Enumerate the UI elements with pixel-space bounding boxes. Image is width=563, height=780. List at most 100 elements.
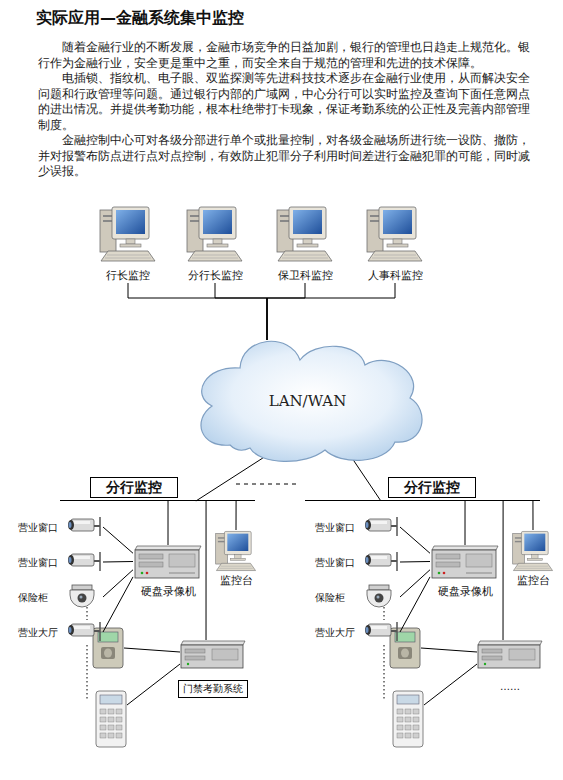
access-controller-icon (181, 641, 245, 668)
monitor-console-node: 监控台 (212, 530, 260, 588)
dvr-icon (135, 546, 201, 578)
camera-icon (365, 552, 397, 571)
computer-icon (185, 205, 245, 263)
node-label: 分行长监控 (180, 268, 250, 283)
node-label: 保卫科监控 (270, 268, 340, 283)
node-label-wrap: …… (469, 680, 551, 693)
continuation-dots (87, 607, 88, 620)
continuation-dots (384, 645, 385, 700)
reader-wire (424, 664, 477, 705)
connector-line (215, 283, 267, 340)
computer-icon (367, 207, 422, 261)
fingerprint-reader (390, 628, 420, 668)
computer-icon (187, 207, 242, 261)
camera-icon (360, 549, 400, 575)
computer-node: 保卫科监控 (270, 205, 340, 283)
connector-line (236, 501, 237, 530)
node-label: 营业窗口 (18, 521, 58, 535)
dome-camera-icon (367, 585, 391, 607)
computer-icon (98, 205, 158, 263)
camera-node: 营业窗口 (15, 549, 103, 575)
continuation-dash (236, 484, 300, 485)
monitor-icon (511, 530, 555, 572)
access-control-node: 门禁考勤系统 (172, 640, 254, 702)
camera-icon (68, 622, 100, 641)
node-label: 分行监控 (388, 477, 476, 498)
reader-wire (124, 648, 180, 652)
camera-icon (365, 622, 397, 641)
body-paragraph: 电插锁、指纹机、电子眼、双监探测等先进科技技术逐步在金融行业使用，从而解决安全问… (38, 71, 533, 133)
computer-icon (275, 205, 335, 263)
connector-line (400, 577, 430, 632)
camera-icon (68, 517, 100, 536)
dvr-node: 硬盘录像机 (133, 545, 203, 600)
connector-line (103, 577, 133, 632)
node-label: 行长监控 (93, 268, 163, 283)
connector-line (400, 527, 430, 553)
connector-line (103, 561, 133, 563)
connector-line (353, 460, 381, 501)
access-controller-icon (478, 641, 542, 668)
node-label: 监控台 (212, 573, 260, 588)
monitor-icon (214, 530, 258, 572)
keypad-reader (96, 691, 126, 747)
node-label: 保险柜 (18, 591, 48, 605)
node-label: 硬盘录像机 (133, 584, 203, 599)
network-cloud: LAN/WAN (190, 340, 425, 465)
node-label: 监控台 (509, 573, 557, 588)
connector-line (400, 570, 430, 597)
dvr-icon (430, 545, 500, 580)
reader-wire (421, 648, 477, 652)
computer-icon (277, 207, 332, 261)
connector-line (128, 283, 267, 340)
computer-node: 人事科监控 (360, 205, 430, 283)
dome-camera-icon (360, 584, 400, 610)
dome-camera-node: 保险柜 (312, 584, 400, 610)
camera-node: 营业窗口 (312, 514, 400, 540)
keypad-reader (393, 691, 423, 747)
body-paragraph: 金融控制中心可对各级分部进行单个或批量控制，对各级金融场所进行统一设防、撤防，并… (38, 133, 533, 180)
computer-icon (365, 205, 425, 263)
connector-line (168, 501, 169, 545)
dome-camera-icon (63, 584, 103, 610)
computer-node: 行长监控 (93, 205, 163, 283)
camera-node: 营业窗口 (312, 549, 400, 575)
node-label: 人事科监控 (360, 268, 430, 283)
camera-icon (365, 517, 397, 536)
computer-icon (100, 207, 155, 261)
node-label: …… (496, 680, 524, 693)
connector-line (267, 283, 395, 340)
node-label-wrap: 门禁考勤系统 (172, 680, 254, 698)
camera-node: 营业大厅 (15, 619, 103, 645)
continuation-dots (87, 645, 88, 700)
camera-icon (63, 514, 103, 540)
camera-node: 营业窗口 (15, 514, 103, 540)
node-label: 保险柜 (315, 591, 345, 605)
continuation-dots (384, 607, 385, 620)
monitor-console-node: 监控台 (509, 530, 557, 588)
camera-icon (63, 619, 103, 645)
monitor-icon (216, 531, 256, 570)
node-label: 营业窗口 (18, 556, 58, 570)
connector-line (400, 561, 430, 563)
computer-node: 分行长监控 (180, 205, 250, 283)
connector-line (103, 527, 133, 553)
node-label: 硬盘录像机 (430, 584, 500, 599)
connector-line (267, 283, 305, 340)
fingerprint-reader (93, 628, 123, 668)
dvr-icon (432, 546, 498, 578)
dvr-node: 硬盘录像机 (430, 545, 500, 600)
node-label: 营业窗口 (315, 521, 355, 535)
connector-line (206, 501, 207, 640)
access-control-node: …… (469, 640, 551, 702)
branch-band: 分行监控 (60, 477, 255, 501)
camera-icon (63, 549, 103, 575)
camera-icon (68, 552, 100, 571)
body-paragraph: 随着金融行业的不断发展，金融市场竞争的日益加剧，银行的管理也日趋走上规范化。银行… (38, 40, 533, 71)
connector-line (196, 458, 263, 501)
monitor-icon (513, 531, 553, 570)
camera-node: 营业大厅 (312, 619, 400, 645)
node-label: 营业大厅 (18, 626, 58, 640)
dome-camera-node: 保险柜 (15, 584, 103, 610)
